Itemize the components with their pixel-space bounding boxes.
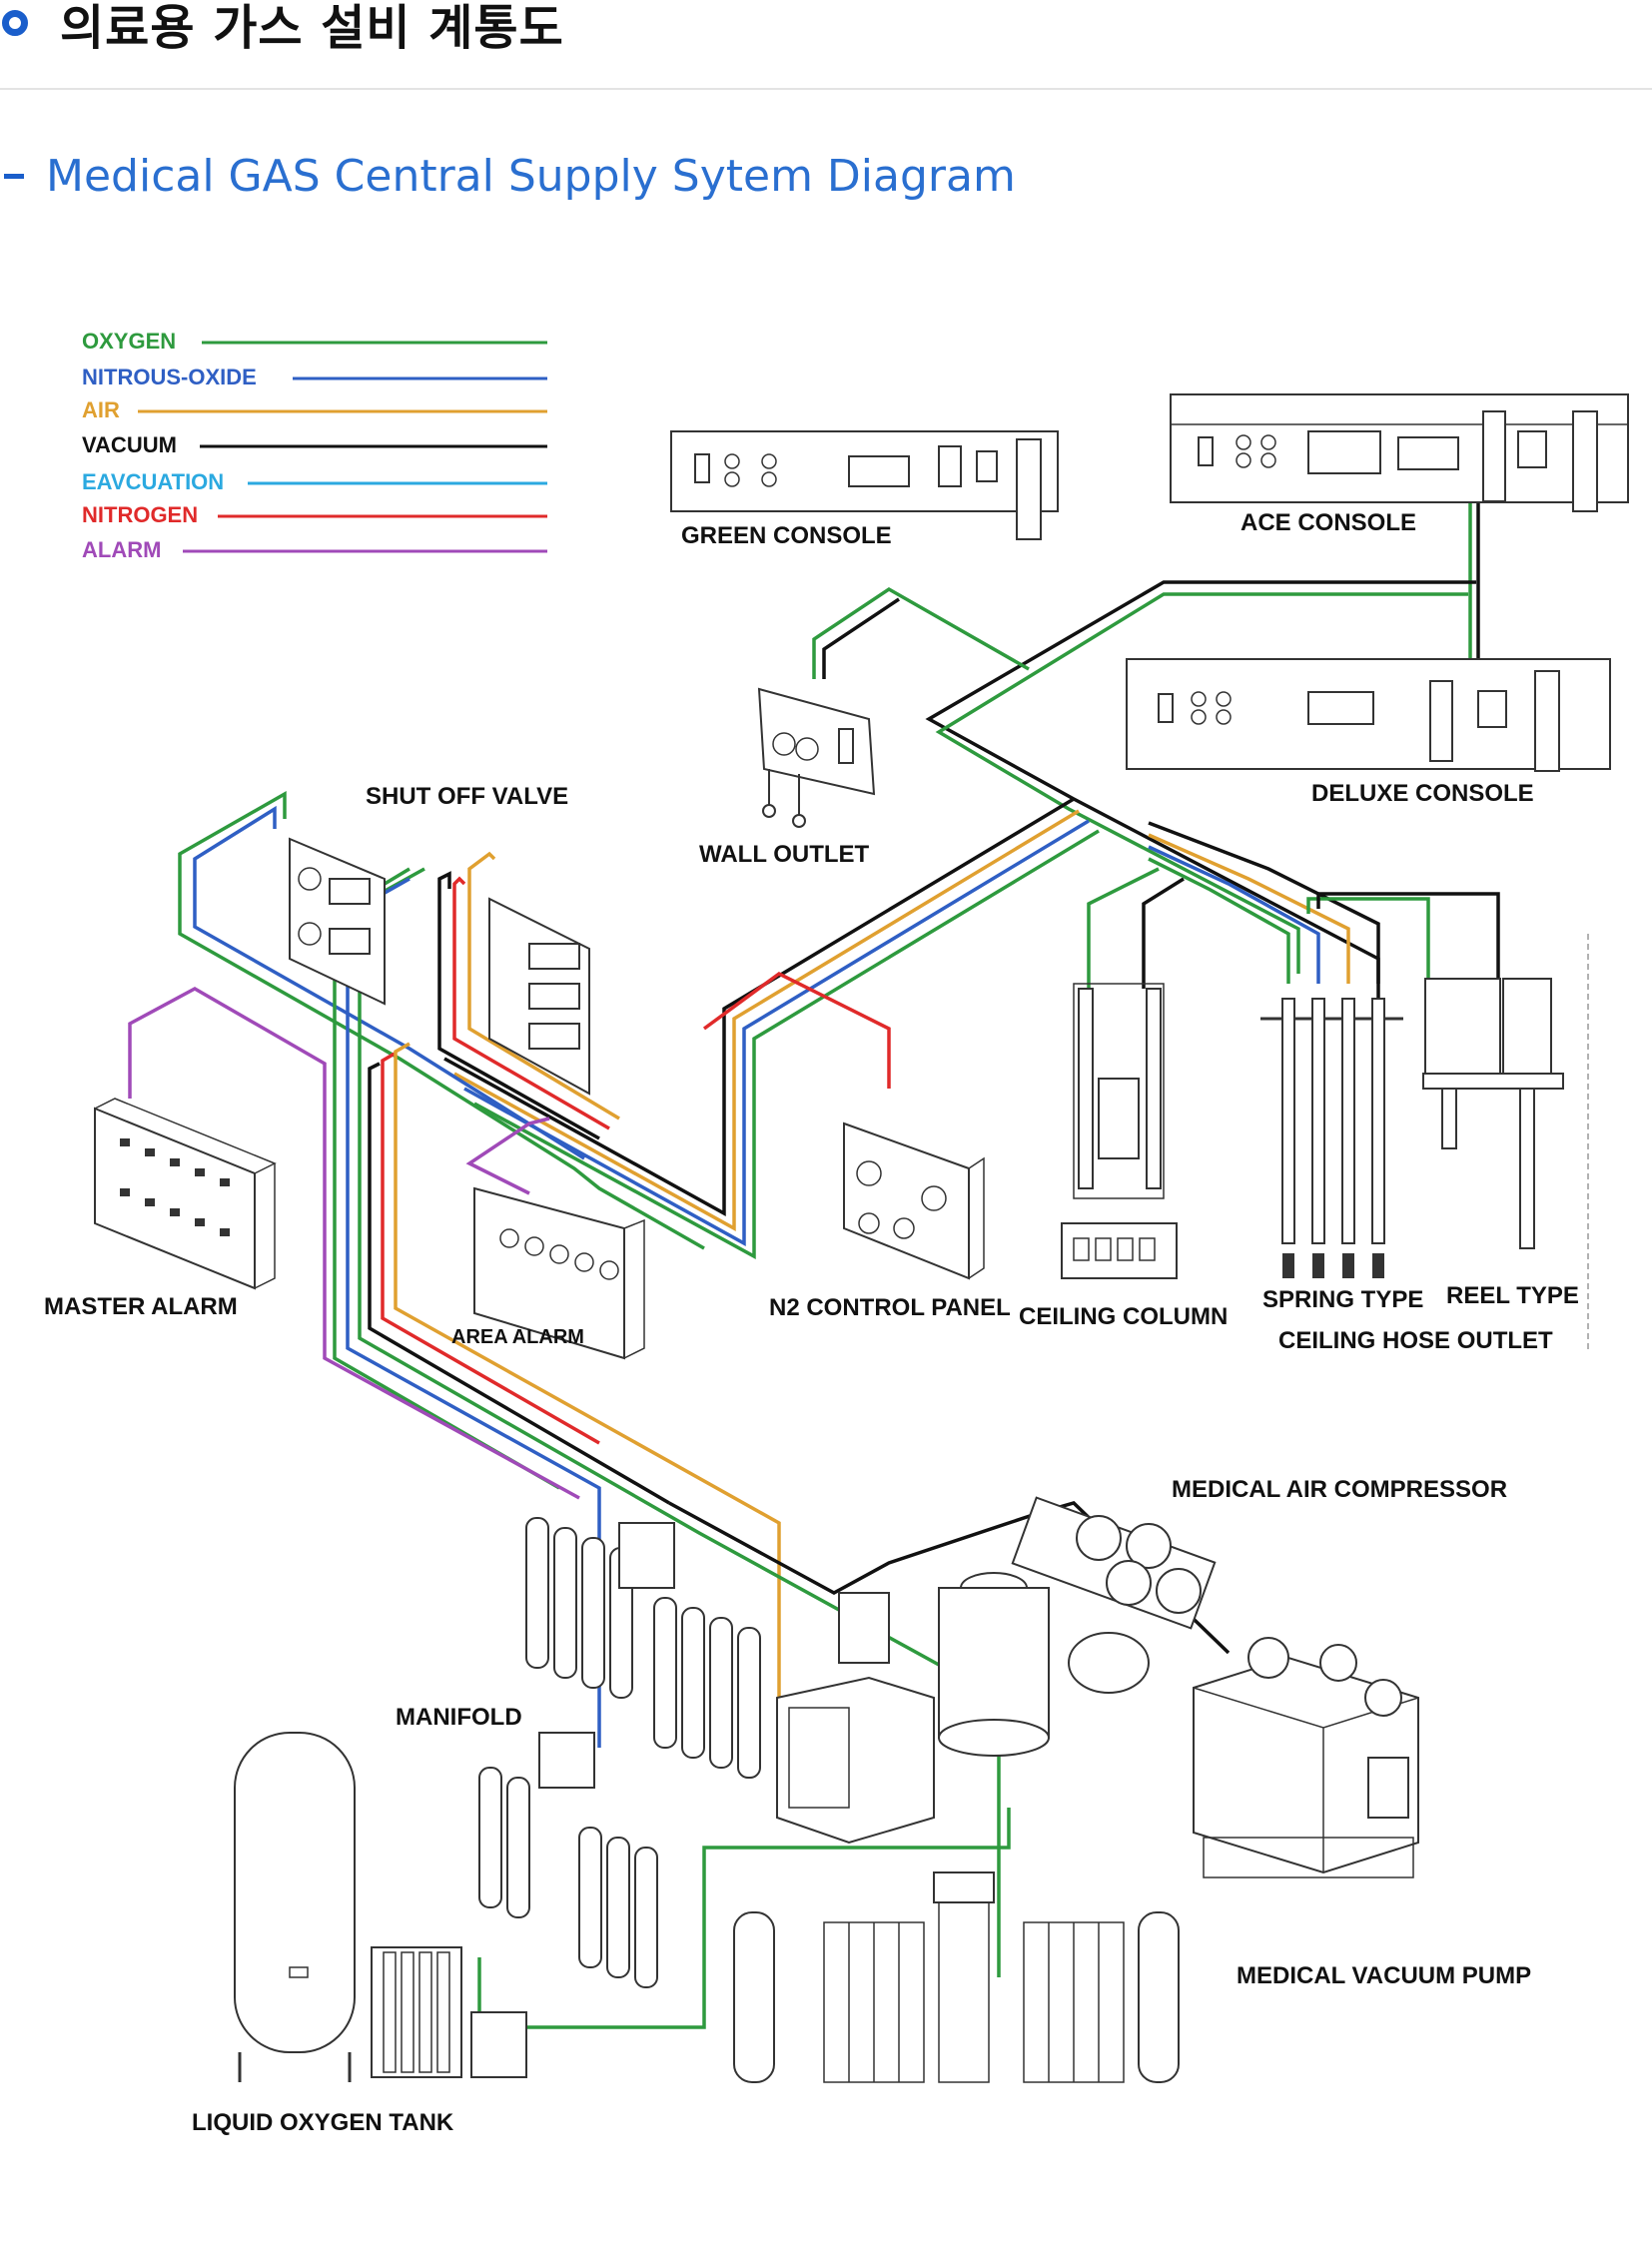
- area-alarm: AREA ALARM: [451, 1186, 645, 1360]
- medical-vacuum-pump-label: MEDICAL VACUUM PUMP: [1237, 1962, 1531, 1989]
- manifold-lower: MANIFOLD: [396, 1704, 658, 1988]
- legend-oxygen: OXYGEN: [82, 329, 547, 354]
- page-title: 의료용 가스 설비 계통도: [60, 0, 564, 56]
- legend-label: AIR: [82, 397, 120, 422]
- diagram-subtitle: Medical GAS Central Supply Sytem Diagram: [46, 151, 1016, 202]
- legend-label: VACUUM: [82, 432, 177, 457]
- legend-evacuation: EAVCUATION: [82, 469, 547, 494]
- legend-label: NITROUS-OXIDE: [82, 365, 257, 389]
- ceiling-column-label: CEILING COLUMN: [1019, 1303, 1228, 1330]
- ace-console: ACE CONSOLE: [1170, 393, 1629, 536]
- air-dryer: [776, 1676, 935, 1845]
- medical-air-compressor: MEDICAL AIR COMPRESSOR: [838, 1476, 1507, 1757]
- n2-control-panel-label: N2 CONTROL PANEL: [769, 1294, 1011, 1321]
- legend-label: ALARM: [82, 537, 161, 562]
- wall-outlet: WALL OUTLET: [699, 687, 876, 868]
- title-bullet-icon: [2, 10, 28, 36]
- liquid-oxygen-tank: LIQUID OXYGEN TANK: [192, 1732, 527, 2136]
- manifold-label: MANIFOLD: [396, 1704, 522, 1731]
- medical-vacuum-pump: MEDICAL VACUUM PUMP: [1193, 1637, 1531, 1989]
- legend-alarm: ALARM: [82, 537, 547, 562]
- master-alarm: MASTER ALARM: [44, 1098, 277, 1320]
- legend-nitrous-oxide: NITROUS-OXIDE: [82, 365, 547, 389]
- ceiling-hose-outlet-label: CEILING HOSE OUTLET: [1278, 1327, 1553, 1354]
- shut-off-valve: SHUT OFF VALVE: [289, 783, 590, 1096]
- legend: OXYGEN NITROUS-OXIDE AIR VACUUM EAVCUATI…: [82, 329, 547, 562]
- shut-off-valve-label: SHUT OFF VALVE: [366, 783, 568, 810]
- cylinder-racks: [733, 1871, 1180, 2083]
- area-alarm-label: AREA ALARM: [451, 1326, 584, 1348]
- wall-outlet-label: WALL OUTLET: [699, 841, 870, 868]
- legend-air: AIR: [82, 397, 547, 422]
- page-header: 의료용 가스 설비 계통도: [0, 0, 1652, 90]
- subtitle-dash-icon: [4, 174, 24, 179]
- legend-label: EAVCUATION: [82, 469, 224, 494]
- spring-type-label: SPRING TYPE: [1262, 1286, 1423, 1313]
- ceiling-hose-spring: SPRING TYPE: [1260, 998, 1423, 1313]
- deluxe-console: DELUXE CONSOLE: [1126, 658, 1611, 807]
- deluxe-console-label: DELUXE CONSOLE: [1311, 780, 1534, 807]
- green-console-label: GREEN CONSOLE: [681, 522, 892, 549]
- legend-nitrogen: NITROGEN: [82, 502, 547, 527]
- master-alarm-label: MASTER ALARM: [44, 1293, 238, 1320]
- n2-control-panel: N2 CONTROL PANEL: [769, 1121, 1011, 1321]
- medical-air-compressor-label: MEDICAL AIR COMPRESSOR: [1172, 1476, 1507, 1503]
- ceiling-hose-reel: REEL TYPE CEILING HOSE OUTLET: [1278, 934, 1589, 1354]
- reel-type-label: REEL TYPE: [1446, 1282, 1579, 1309]
- legend-vacuum: VACUUM: [82, 432, 547, 457]
- legend-label: NITROGEN: [82, 502, 198, 527]
- manifold-upper: [525, 1517, 761, 1779]
- liquid-oxygen-tank-label: LIQUID OXYGEN TANK: [192, 2109, 454, 2136]
- ceiling-column: CEILING COLUMN: [1019, 983, 1228, 1330]
- legend-label: OXYGEN: [82, 329, 176, 354]
- ace-console-label: ACE CONSOLE: [1240, 509, 1416, 536]
- green-console: GREEN CONSOLE: [670, 430, 1059, 549]
